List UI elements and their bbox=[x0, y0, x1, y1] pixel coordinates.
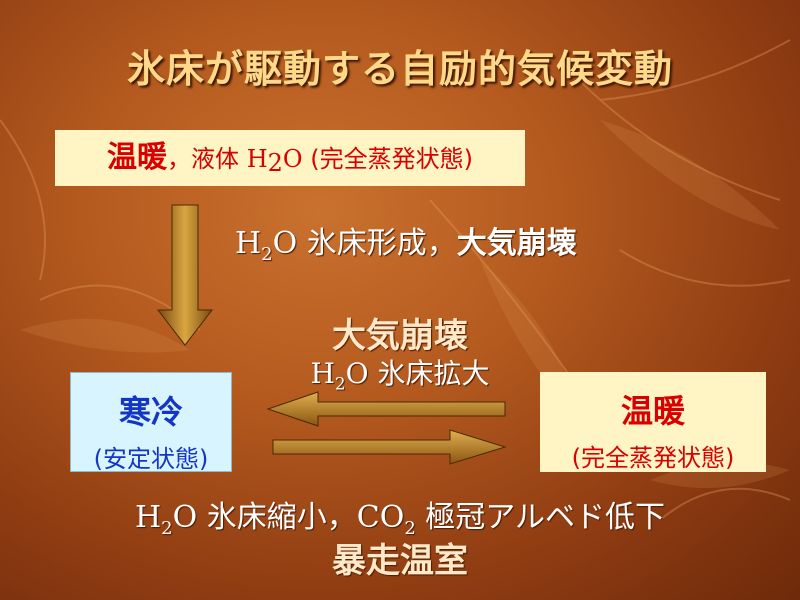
warm-evaporated-state-box: 温暖 (完全蒸発状態) bbox=[540, 372, 766, 472]
h2o-h: H bbox=[134, 500, 162, 535]
stable-state-label: (安定状態) bbox=[93, 445, 209, 473]
h2o-sub: 2 bbox=[267, 149, 283, 178]
h2o-h: H bbox=[310, 357, 335, 390]
warm-label: 温暖 bbox=[620, 392, 685, 430]
albedo-text: 極冠アルベド低下 bbox=[415, 500, 666, 535]
expansion-text: 氷床拡大 bbox=[368, 357, 490, 390]
ice-sheet-expansion-label: H2O 氷床拡大 bbox=[0, 352, 800, 394]
warm-liquid-state-box: 温暖，液体 H2O (完全蒸発状態) bbox=[55, 130, 525, 186]
atmosphere-collapse-label: 大気崩壊 bbox=[332, 316, 468, 356]
h2o-sub: 2 bbox=[334, 373, 346, 394]
ice-sheet-formation-label: H2O 氷床形成，大気崩壊 bbox=[235, 218, 577, 265]
full-evaporation-desc: (完全蒸発状態) bbox=[302, 145, 473, 173]
atmosphere-collapse-text: 大気崩壊 bbox=[456, 226, 577, 261]
h2o-o: O bbox=[345, 357, 369, 390]
h2o-o: O bbox=[282, 145, 303, 173]
ice-sheet-shrink-label: H2O 氷床縮小，CO2 極冠アルベド低下 bbox=[0, 492, 800, 539]
h2o-sub: 2 bbox=[261, 244, 273, 265]
h2o-sub: 2 bbox=[161, 518, 173, 539]
h2o-h: H bbox=[235, 226, 262, 261]
h2o-h: H bbox=[246, 145, 268, 173]
formation-text: 氷床形成， bbox=[297, 226, 457, 261]
warm-label: 温暖 bbox=[107, 140, 168, 175]
full-evaporation-label: (完全蒸発状態) bbox=[571, 444, 735, 472]
h2o-o: O bbox=[272, 226, 298, 261]
shrink-text: 氷床縮小， bbox=[197, 500, 357, 535]
cold-label: 寒冷 bbox=[118, 393, 183, 431]
runaway-greenhouse-label: 暴走温室 bbox=[332, 541, 468, 581]
h2o-o: O bbox=[172, 500, 198, 535]
cold-stable-state-box: 寒冷 (安定状態) bbox=[70, 372, 232, 473]
co2-sub: 2 bbox=[404, 518, 416, 539]
liquid-prefix: 液体 bbox=[191, 145, 247, 173]
page-title: 氷床が駆動する自励的気候変動 bbox=[126, 47, 673, 91]
co2-co: CO bbox=[356, 500, 405, 535]
warm-separator: ， bbox=[167, 145, 192, 173]
